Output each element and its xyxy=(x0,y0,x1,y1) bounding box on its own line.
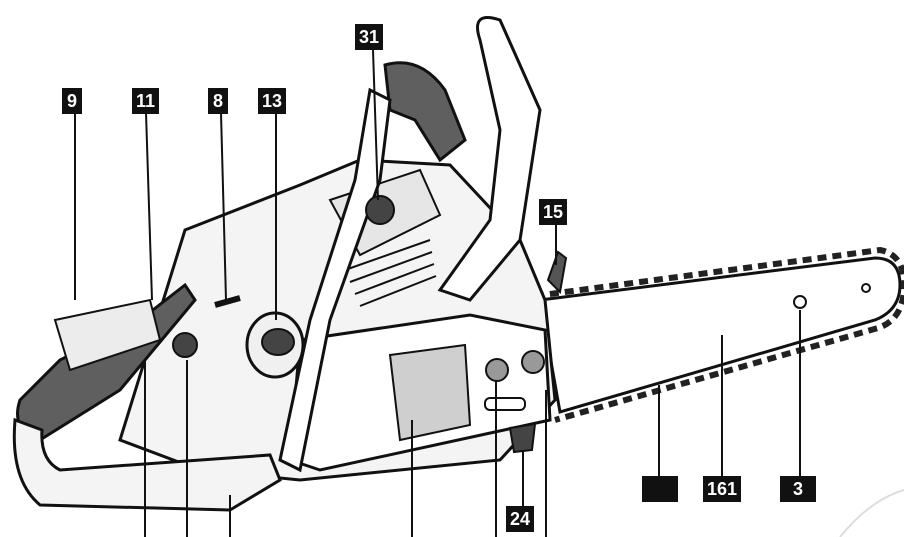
callout-3: 3 xyxy=(780,476,816,502)
callout-8: 8 xyxy=(208,88,228,114)
callout-15: 15 xyxy=(539,199,568,225)
callout-11: 11 xyxy=(132,88,160,114)
sprocket-cover xyxy=(288,313,552,472)
callout-9: 9 xyxy=(62,88,82,114)
front-handle xyxy=(278,16,542,473)
callout-13: 13 xyxy=(258,88,287,114)
callout-24: 24 xyxy=(506,506,535,532)
chain-brake-lever xyxy=(546,250,568,295)
callout-31: 31 xyxy=(355,24,384,50)
callout-161: 161 xyxy=(703,476,742,502)
choke-knob xyxy=(172,295,241,358)
background-arc xyxy=(839,489,904,537)
callout-blank xyxy=(642,476,678,502)
fuel-cap xyxy=(245,311,305,379)
rear-handle xyxy=(12,282,282,512)
primer-screw xyxy=(214,295,241,308)
guide-bar xyxy=(534,246,904,423)
oil-cap-31 xyxy=(365,195,395,225)
leader-lines xyxy=(74,49,801,537)
